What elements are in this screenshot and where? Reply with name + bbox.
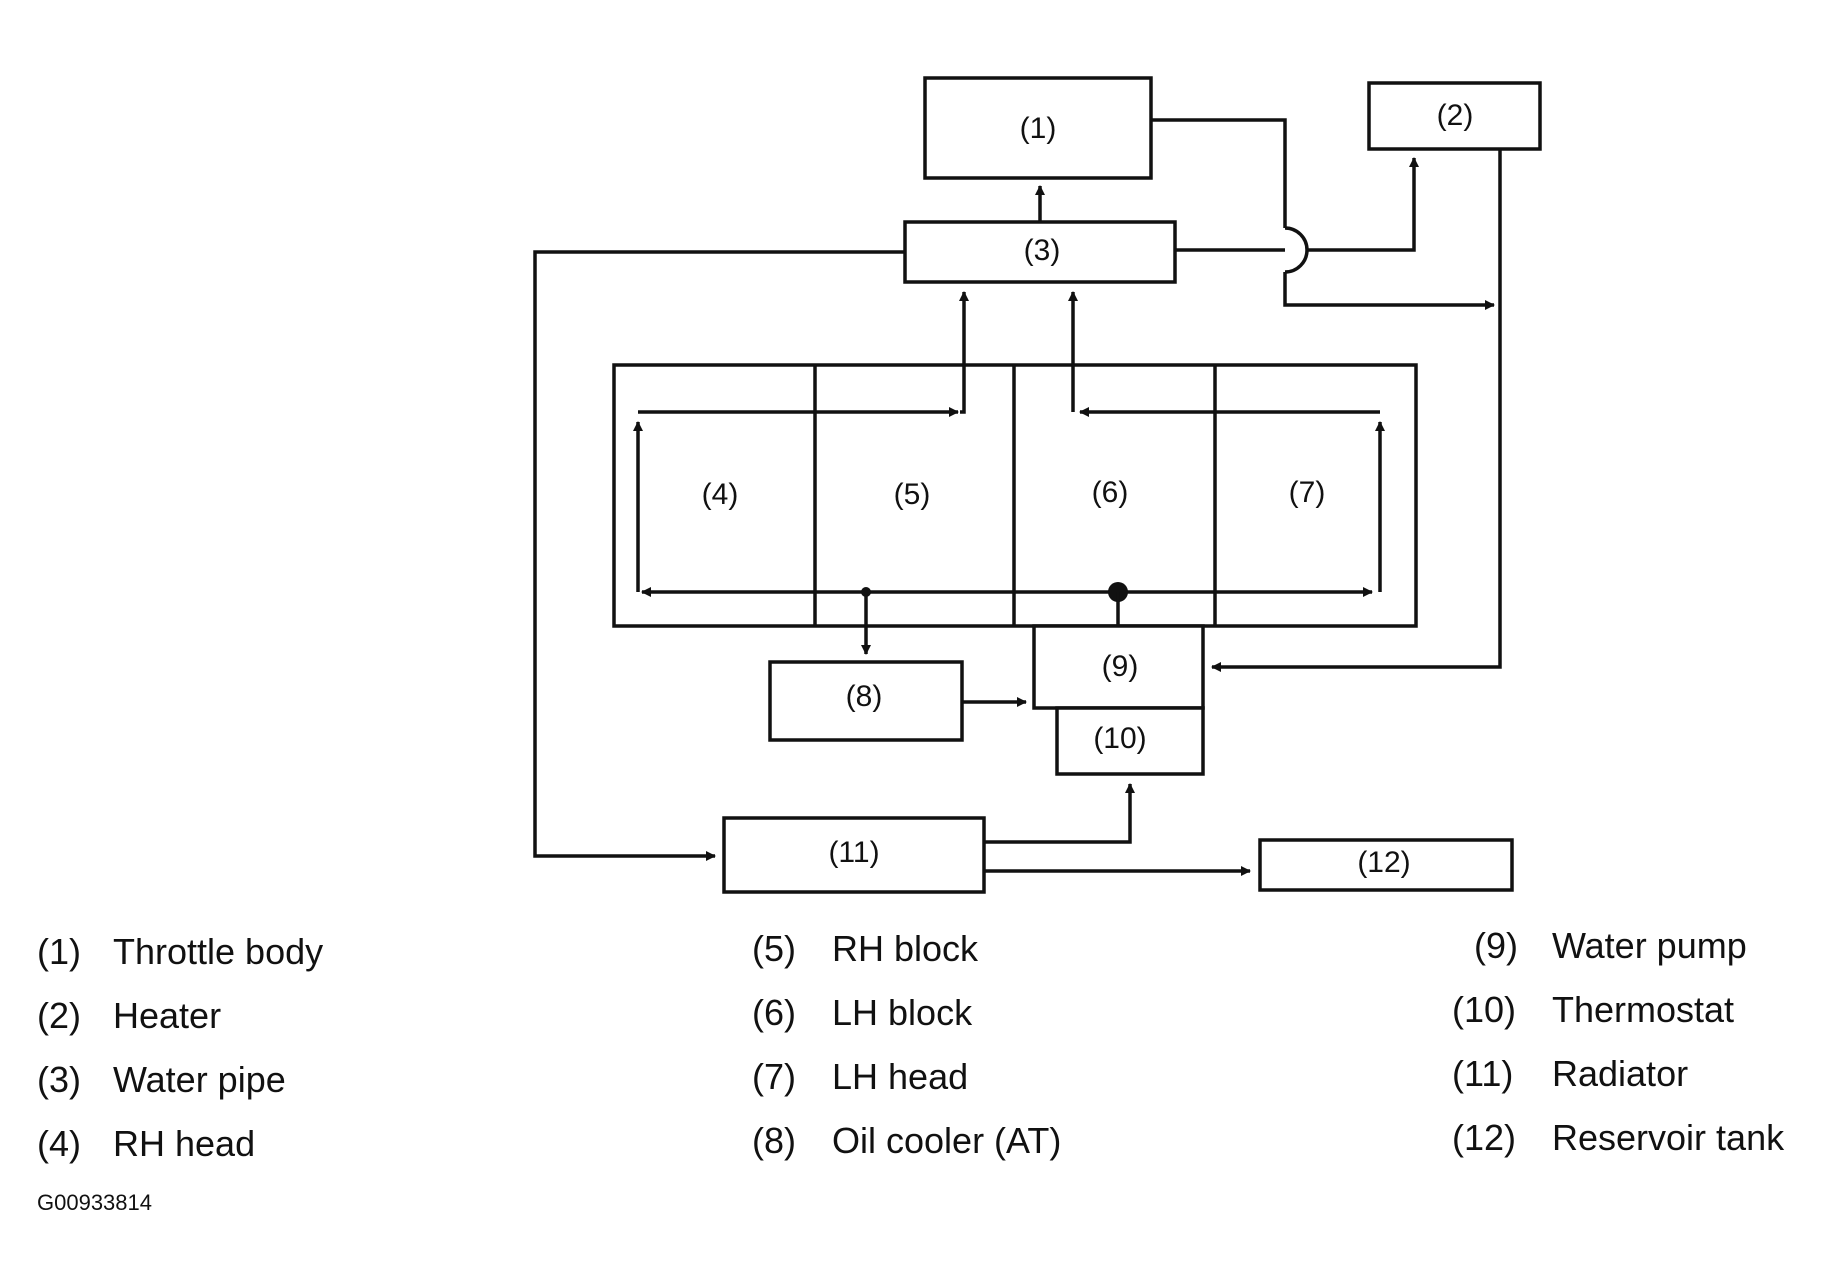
flow-2-to-9 xyxy=(1211,149,1502,672)
rh-to-3 xyxy=(959,291,969,414)
legend-label: LH head xyxy=(832,1056,969,1097)
legend-label: Water pipe xyxy=(113,1059,286,1100)
legend-num: (10) xyxy=(1452,989,1517,1030)
throttle-body-box xyxy=(923,76,1153,180)
legend-num: (4) xyxy=(37,1123,81,1164)
radiator-box xyxy=(722,816,986,894)
label-11: (11) xyxy=(828,836,879,869)
flow-1-return-cont xyxy=(1283,272,1495,310)
legend-num: (8) xyxy=(752,1120,796,1161)
label-9: (9) xyxy=(1102,650,1139,683)
legend-label: RH head xyxy=(113,1123,256,1164)
label-2: (2) xyxy=(1437,99,1474,132)
thermostat-box xyxy=(1055,706,1205,776)
reservoir-tank-box xyxy=(1258,838,1514,892)
heater-box xyxy=(1367,81,1542,151)
label-3: (3) xyxy=(1024,234,1061,267)
legend-label: Thermostat xyxy=(1552,989,1735,1030)
legend-label: Reservoir tank xyxy=(1552,1117,1785,1158)
legend-label: Heater xyxy=(113,995,222,1036)
legend-label: Oil cooler (AT) xyxy=(832,1120,1062,1161)
legend-num: (7) xyxy=(752,1056,796,1097)
figure-code: G00933814 xyxy=(37,1190,152,1215)
flow-3-to-2-cont xyxy=(1307,157,1419,252)
label-5: (5) xyxy=(894,478,931,511)
legend-label: RH block xyxy=(832,928,979,969)
legend-num: (9) xyxy=(1474,925,1518,966)
legend-num: (12) xyxy=(1452,1117,1517,1158)
legend-label: LH block xyxy=(832,992,973,1033)
flow-1-return xyxy=(1151,118,1287,228)
label-8: (8) xyxy=(846,680,883,713)
label-12: (12) xyxy=(1357,846,1410,879)
legend-label: Radiator xyxy=(1552,1053,1689,1094)
label-1: (1) xyxy=(1020,112,1057,145)
legend-num: (3) xyxy=(37,1059,81,1100)
flow-3-to-11 xyxy=(533,250,905,861)
legend-label: Throttle body xyxy=(113,931,324,972)
legend-num: (11) xyxy=(1452,1053,1514,1094)
legend-num: (2) xyxy=(37,995,81,1036)
label-7: (7) xyxy=(1289,476,1326,509)
legend-num: (6) xyxy=(752,992,796,1033)
label-4: (4) xyxy=(702,478,739,511)
legend-label: Water pump xyxy=(1552,925,1747,966)
crossover-hop xyxy=(1284,226,1309,274)
label-6: (6) xyxy=(1092,476,1129,509)
flow-11-to-10 xyxy=(984,783,1135,844)
legend-num: (1) xyxy=(37,931,81,972)
label-10: (10) xyxy=(1093,722,1146,755)
legend-num: (5) xyxy=(752,928,796,969)
